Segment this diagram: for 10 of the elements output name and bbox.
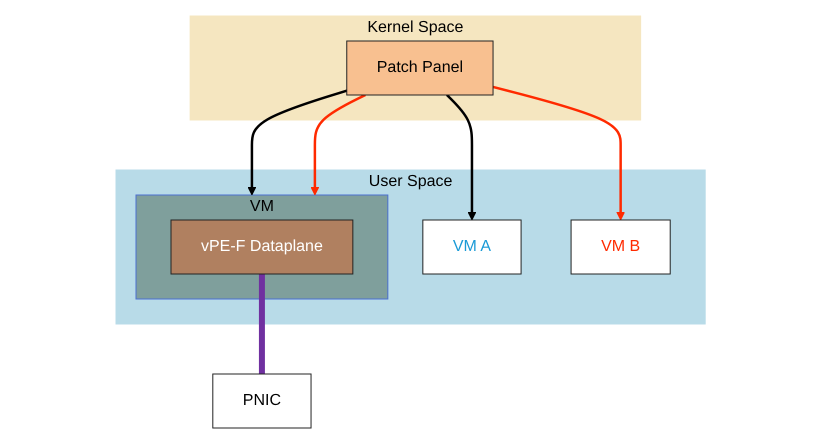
arrow [492,85,625,220]
connector [258,274,265,374]
node-box: Patch Panel [346,40,494,95]
node-box: VM B [570,219,671,274]
node-box: VM A [422,219,522,274]
arrow [310,93,366,195]
node-box: PNIC [212,373,312,428]
arrow [446,94,476,220]
arrow [247,88,348,195]
node-box: vPE-F Dataplane [170,219,354,274]
